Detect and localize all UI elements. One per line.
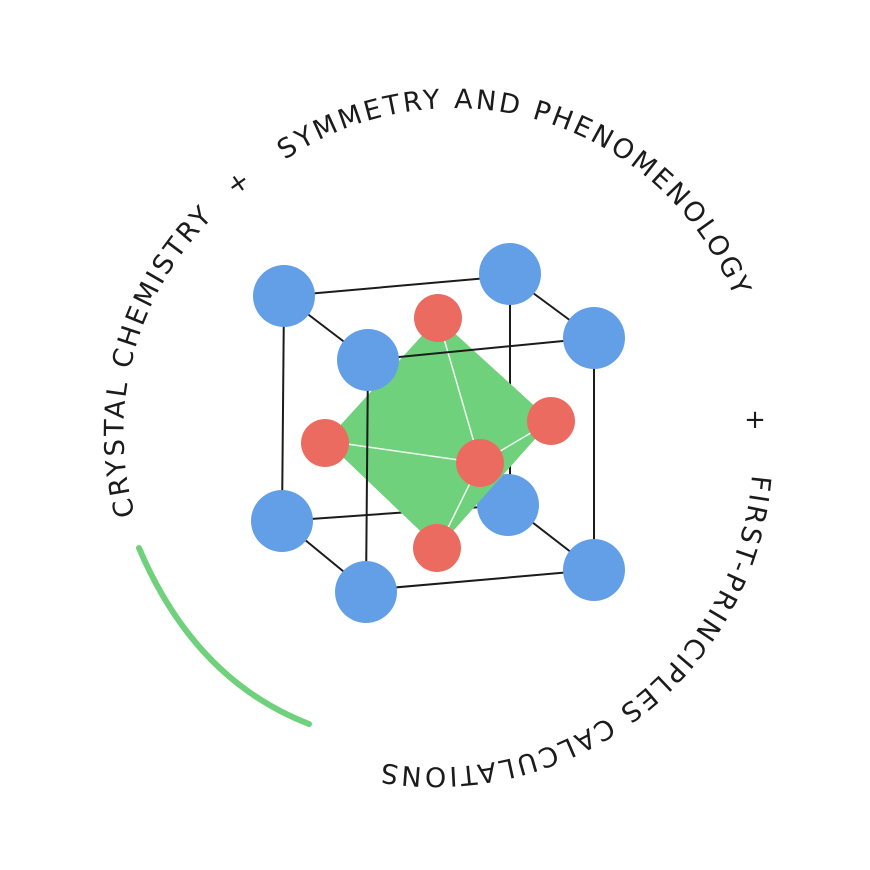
corner-atom-back-bottom-left <box>251 490 313 552</box>
separator-plus-top: + <box>221 165 256 202</box>
corner-atom-back-top-left <box>253 265 315 327</box>
accent-arc <box>136 545 312 727</box>
face-atom-bottom <box>413 524 461 572</box>
corner-atom-front-bottom-left <box>335 561 397 623</box>
corner-atom-front-top-right <box>563 307 625 369</box>
corner-atom-front-top-left <box>337 329 399 391</box>
face-atom-front <box>456 439 504 487</box>
corner-atom-back-top-right <box>479 243 541 305</box>
face-atom-left <box>301 419 349 467</box>
separator-plus-right: + <box>744 405 766 435</box>
face-atom-top <box>414 294 462 342</box>
cube-front-edges <box>365 337 595 591</box>
label-crystal-chemistry: CRYSTAL CHEMISTRY <box>99 199 219 521</box>
corner-atom-back-bottom-right <box>477 474 539 536</box>
corner-atom-front-bottom-right <box>563 539 625 601</box>
face-atom-right <box>527 397 575 445</box>
